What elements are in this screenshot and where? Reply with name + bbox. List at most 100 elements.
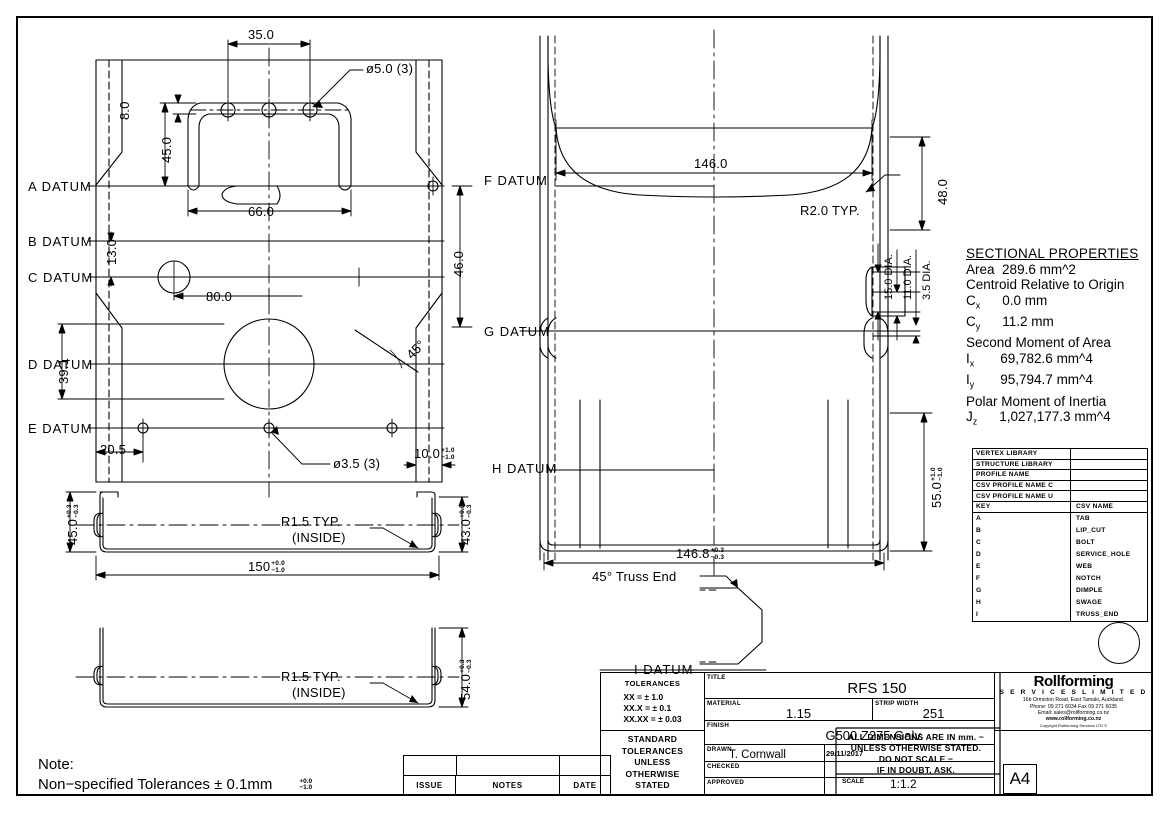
key-table-row-structure-library: STRUCTURE LIBRARY (973, 459, 1147, 471)
dim-b-to-c: 13.0 (104, 238, 119, 265)
revision-issue-cell[interactable] (404, 756, 457, 775)
prop-polar-heading: Polar Moment of Inertia (966, 393, 1107, 409)
title-block-main-column: TITLE RFS 150 MATERIAL 1.15 STRIP WIDTH … (705, 673, 995, 795)
label-truss-end: 45° Truss End (592, 569, 677, 584)
dim-tab-width: 35.0 (248, 27, 275, 42)
company-logo-block: Rollforming S E R V I C E S L I M I T E … (995, 673, 1152, 731)
revision-header-notes: NOTES (456, 776, 560, 794)
title-block-tolerances-column: TOLERANCES XX = ± 1.0 XX.X = ± 0.1 XX.XX… (601, 673, 705, 795)
strip-width-cell: STRIP WIDTH 251 (873, 699, 994, 721)
material-row: MATERIAL 1.15 STRIP WIDTH 251 (705, 698, 994, 722)
revision-notes-cell[interactable] (457, 756, 560, 775)
dim-tab-offset: 8.0 (117, 101, 132, 120)
finish-value: G500 Z275 Galv. (825, 728, 924, 744)
checked-row: CHECKED (705, 761, 994, 779)
dim-dia-35: 3.5 DIA. (921, 260, 933, 300)
company-website: www.rollforming.co.nz (1045, 716, 1102, 723)
datum-label-b: B DATUM (28, 234, 93, 249)
dim-section-right-height: 43.0+0.3−0.3 (458, 504, 473, 545)
drawn-date-value: 29/11/2017 (826, 748, 864, 758)
approved-label: APPROVED (707, 779, 745, 787)
dim-section2-height: 54.0+0.3−0.3 (458, 659, 473, 700)
key-table-row-csv-profile-c: CSV PROFILE NAME C (973, 480, 1147, 492)
prop-area: Area 289.6 mm^2 (966, 261, 1076, 277)
dim-overall-length: 146.8+0.3−0.3 (676, 546, 725, 561)
dim-dia-15: 15.0 DIA. (883, 254, 895, 300)
dim-tab-hole-dia: ø5.0 (3) (366, 61, 414, 76)
dim-section-width: 150+0.0−1.0 (248, 559, 285, 574)
tolerances-values: XX = ± 1.0 XX.X = ± 0.1 XX.XX = ± 0.03 (623, 691, 682, 724)
revision-header-date: DATE (573, 780, 597, 790)
key-table-row-profile-name: PROFILE NAME (973, 470, 1147, 481)
finish-label: FINISH (707, 722, 730, 730)
dim-right-height: 48.0 (935, 178, 950, 205)
title-value: RFS 150 (847, 680, 907, 697)
dim-f-to-g: 46.0 (451, 250, 466, 277)
dim-section-left-height: 45.0+0.3−0.3 (65, 504, 80, 545)
drawn-label: DRAWN (707, 745, 732, 753)
checked-label: CHECKED (707, 762, 740, 770)
sectional-properties-heading: SECTIONAL PROPERTIES (966, 246, 1139, 261)
title-block: TOLERANCES XX = ± 1.0 XX.X = ± 0.1 XX.XX… (600, 672, 1153, 796)
company-phone: Phone: 09 271 6034 Fax 09 271 6035 (1029, 703, 1118, 710)
revision-header-row: ISSUE NOTES DATE (403, 775, 611, 795)
dim-d-height: 39.1 (56, 357, 71, 384)
dim-flat-width: 146.0 (694, 156, 728, 171)
dim-tab-base: 66.0 (248, 204, 275, 219)
dim-dia-11: 11.0 DIA. (902, 254, 914, 300)
label-corner-radius: R2.0 TYP. (800, 203, 860, 218)
label-inside-radius-1: R1.5 TYP. (281, 514, 341, 529)
drawn-row: DRAWN T. Cornwall 29/11/2017 (705, 744, 994, 762)
sectional-properties: SECTIONAL PROPERTIES Area 289.6 mm^2 Cen… (966, 246, 1139, 430)
general-note: ALL DIMENSIONS ARE IN mm. − UNLESS OTHER… (848, 732, 984, 775)
title-row: TITLE RFS 150 (705, 673, 994, 699)
dim-hole-spacing: 80.0 (206, 289, 233, 304)
company-subtitle: S E R V I C E S L I M I T E D (999, 689, 1148, 697)
drawn-date-cell: 29/11/2017 (825, 745, 873, 761)
key-table-row-csv-profile-u: CSV PROFILE NAME U (973, 491, 1147, 502)
finish-row: FINISH G500 Z275 Galv. (705, 721, 994, 745)
note-title: Note: (38, 756, 74, 773)
material-label: MATERIAL (707, 699, 741, 707)
strip-width-value: 251 (922, 705, 945, 721)
sheet-border (16, 16, 1153, 796)
dim-tab-height: 45.0 (159, 136, 174, 163)
label-inside-radius-1-note: (INSIDE) (292, 530, 346, 545)
datum-label-f: F DATUM (484, 173, 548, 188)
prop-centroid-heading: Centroid Relative to Origin (966, 277, 1125, 293)
dim-e-edge: 20.5 (100, 442, 127, 457)
drawn-value: T. Cornwall (729, 748, 786, 761)
revision-header-issue: ISSUE (404, 776, 456, 794)
dim-bolt-dia: ø3.5 (3) (333, 456, 381, 471)
material-value: 1.15 (785, 705, 812, 721)
scale-value: 1:1.2 (890, 777, 917, 791)
key-table-row-vertex-library: VERTEX LIBRARY (973, 449, 1147, 460)
drawn-cell: DRAWN T. Cornwall (705, 744, 825, 761)
dim-side-height: 55.0+1.0−1.0 (929, 467, 944, 508)
title-block-right-column: Rollforming S E R V I C E S L I M I T E … (995, 673, 1152, 795)
approved-cell: APPROVED (705, 778, 825, 795)
prop-second-moment-heading: Second Moment of Area (966, 335, 1111, 351)
datum-label-h: H DATUM (492, 461, 558, 476)
revision-bubble (1098, 622, 1140, 664)
datum-label-g: G DATUM (484, 324, 550, 339)
scale-label: SCALE (842, 778, 865, 785)
label-inside-radius-2: R1.5 TYP. (281, 669, 341, 684)
datum-label-c: C DATUM (28, 270, 94, 285)
company-email: Email: sales@rollforming.co.nz (1037, 710, 1110, 716)
